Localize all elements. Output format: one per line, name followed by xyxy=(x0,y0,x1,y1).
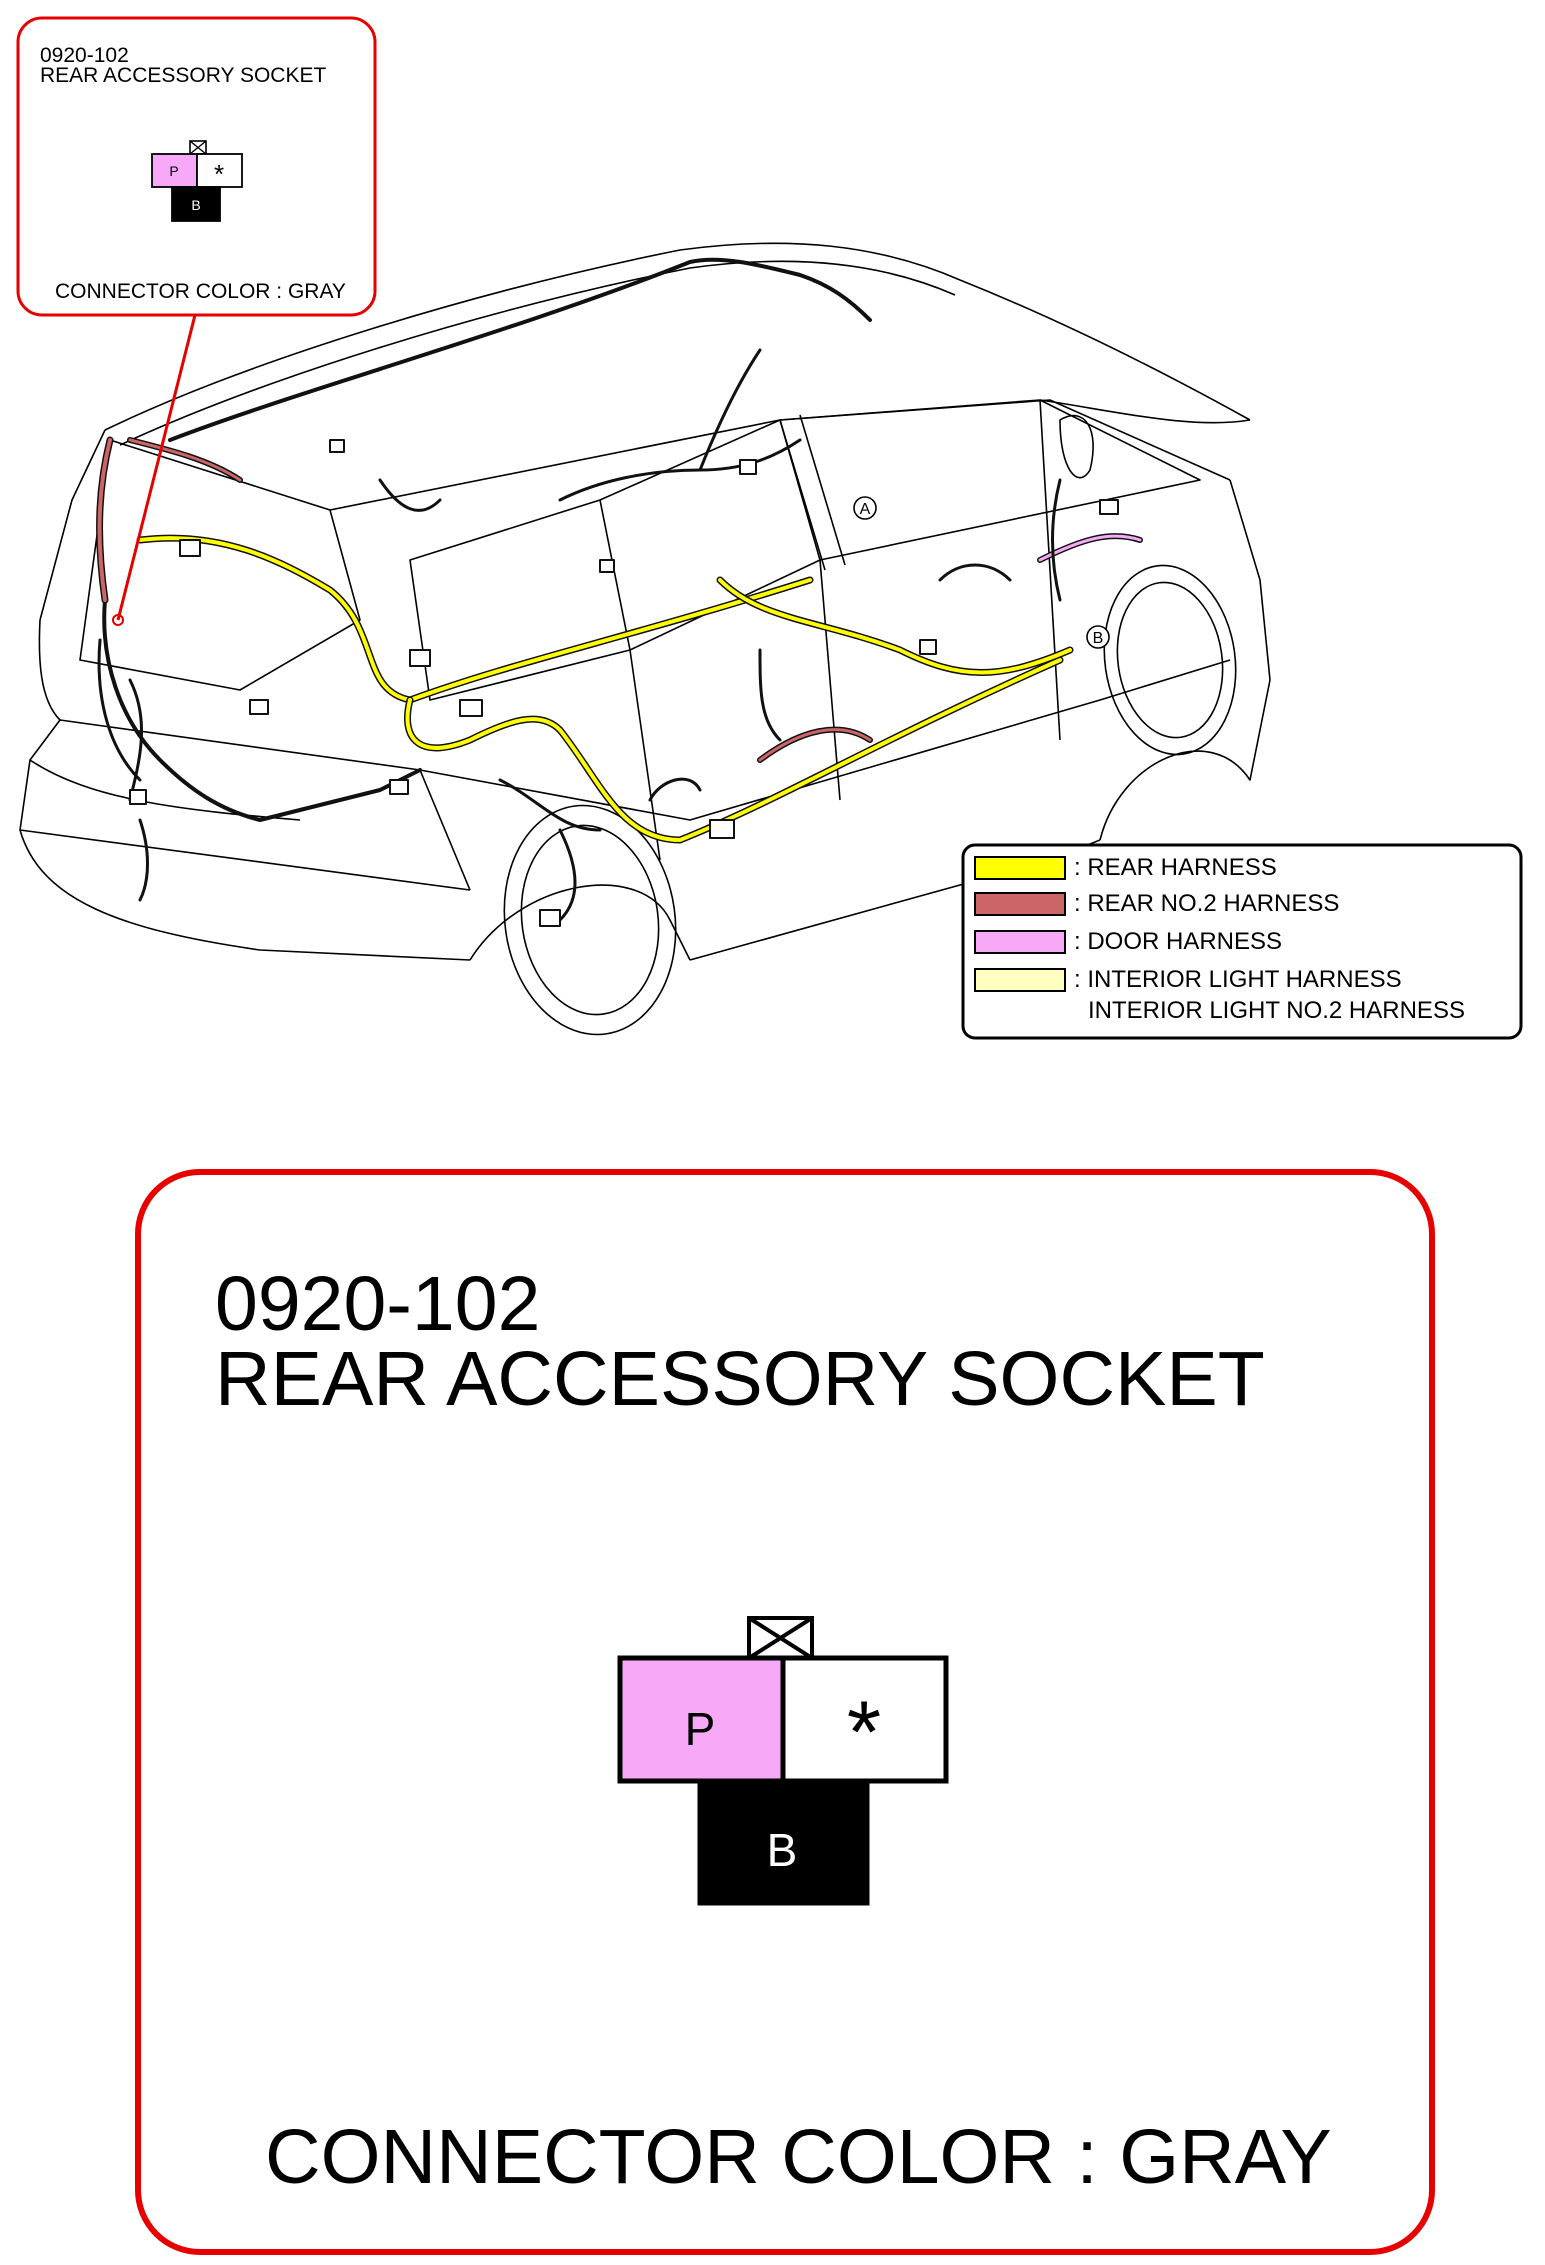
large-callout: 0920-102 REAR ACCESSORY SOCKET P * B CON… xyxy=(135,1169,1435,2255)
connector-code: 0920-102 xyxy=(215,1261,540,1347)
legend-item-rear-harness: : REAR HARNESS xyxy=(974,854,1277,881)
small-connector-color: CONNECTOR COLOR : GRAY xyxy=(55,280,346,303)
svg-text:B: B xyxy=(191,197,200,213)
roof-wire xyxy=(168,257,872,442)
small-pin-b xyxy=(171,186,221,222)
pin-p xyxy=(617,1655,786,1784)
rear-wire xyxy=(102,598,422,822)
rear-harness-path-2 xyxy=(404,656,1064,844)
callout-leader-line xyxy=(116,314,197,621)
legend-item-interior-light-harness: : INTERIOR LIGHT HARNESS INTERIOR LIGHT … xyxy=(974,966,1465,1024)
legend-item-door-harness: : DOOR HARNESS xyxy=(974,928,1282,955)
pin-b-label: B xyxy=(767,1824,798,1876)
connector-name: REAR ACCESSORY SOCKET xyxy=(215,1336,1265,1422)
harness-wires xyxy=(96,257,1143,927)
svg-text:: INTERIOR LIGHT HARNESS: : INTERIOR LIGHT HARNESS xyxy=(1074,966,1402,993)
svg-text:P: P xyxy=(169,163,178,179)
small-pin-empty xyxy=(196,153,243,188)
svg-text:: REAR HARNESS: : REAR HARNESS xyxy=(1074,854,1277,881)
small-pin-p xyxy=(151,153,198,188)
pin-b xyxy=(697,1778,870,1906)
small-callout: 0920-102 REAR ACCESSORY SOCKET P * B CON… xyxy=(16,16,377,626)
small-connector-name: REAR ACCESSORY SOCKET xyxy=(40,64,326,87)
svg-text:B: B xyxy=(1093,630,1104,647)
legend-item-rear-no2-harness: : REAR NO.2 HARNESS xyxy=(974,890,1339,917)
small-connector-code: 0920-102 xyxy=(40,44,129,67)
svg-text:*: * xyxy=(214,159,224,189)
rear-drop-wire xyxy=(97,638,142,782)
svg-text:INTERIOR LIGHT NO.2 HARNESS: INTERIOR LIGHT NO.2 HARNESS xyxy=(1088,997,1465,1024)
connector-lock-icon xyxy=(747,1616,814,1660)
callout-marker-b: B xyxy=(1086,625,1110,649)
pin-unused xyxy=(780,1655,949,1784)
callout-marker-a: A xyxy=(853,496,877,520)
harness-legend: : REAR HARNESS : REAR NO.2 HARNESS : DOO… xyxy=(961,843,1523,1040)
svg-text:A: A xyxy=(860,501,871,518)
pin-unused-label: * xyxy=(847,1682,881,1781)
pin-p-label: P xyxy=(685,1703,716,1755)
connector-color: CONNECTOR COLOR : GRAY xyxy=(265,2114,1332,2200)
svg-text:: DOOR HARNESS: : DOOR HARNESS xyxy=(1074,928,1282,955)
rear-harness-path-1 xyxy=(136,534,814,704)
vehicle-outline xyxy=(19,242,1271,1036)
svg-text:: REAR NO.2 HARNESS: : REAR NO.2 HARNESS xyxy=(1074,890,1339,917)
